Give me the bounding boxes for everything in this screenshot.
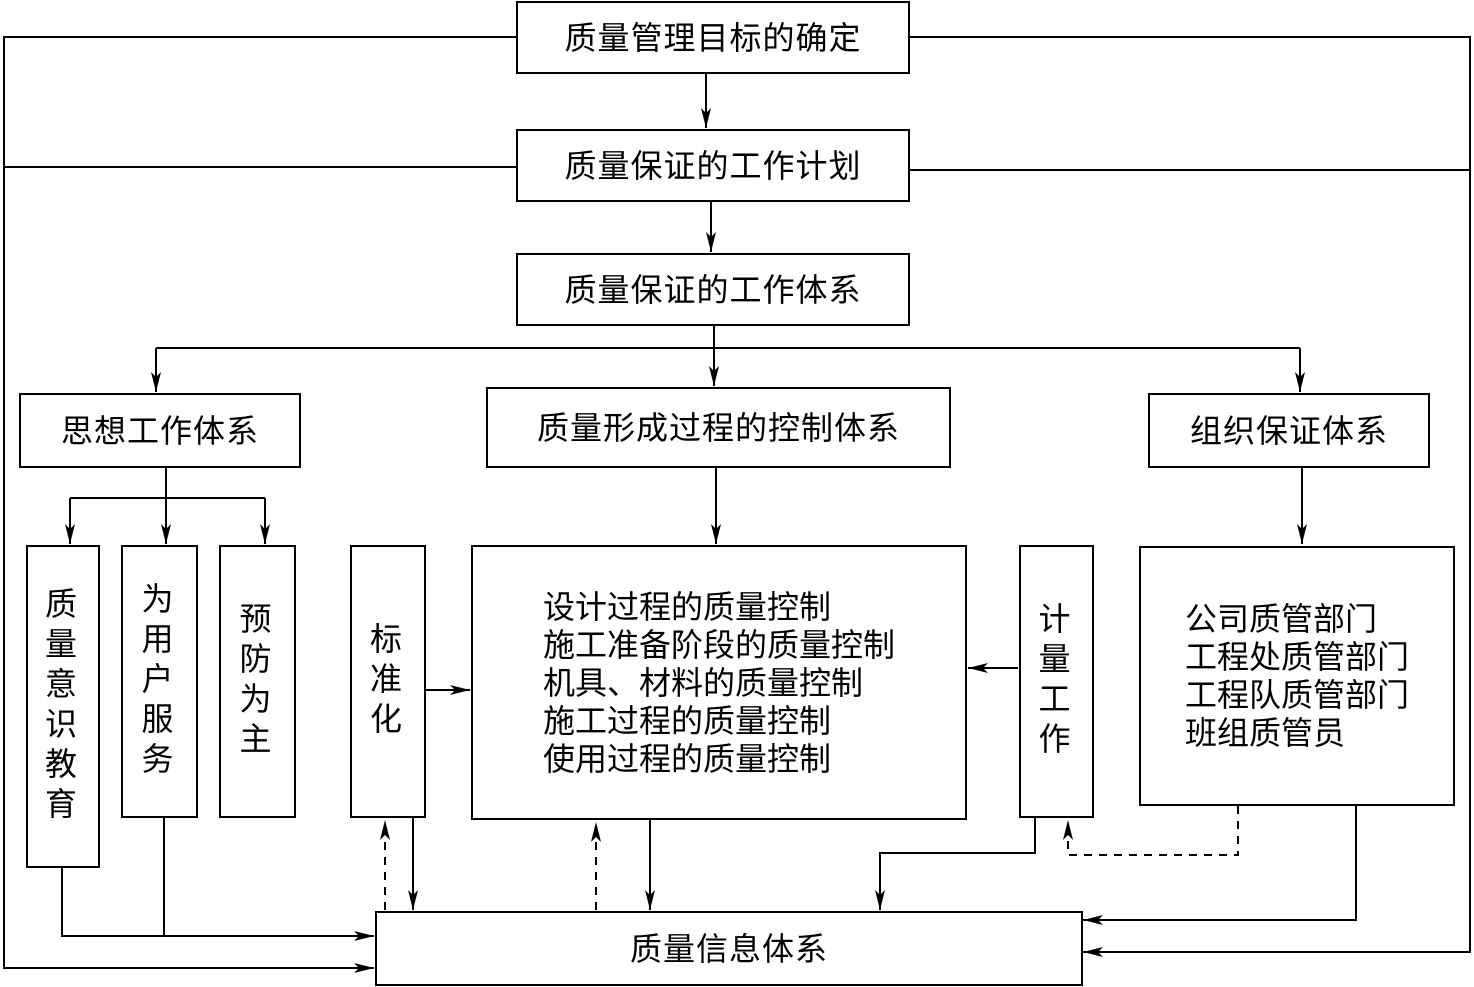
- ideology-label: 思想工作体系: [60, 411, 259, 450]
- org-item: 工程处质管部门: [1184, 638, 1409, 676]
- quality-awareness-box: 质量意识教育: [26, 545, 100, 868]
- process-item: 机具、材料的质量控制: [542, 663, 863, 702]
- organization-label: 组织保证体系: [1189, 411, 1388, 450]
- plan-box: 质量保证的工作计划: [516, 129, 910, 202]
- measurement-box: 计量工作: [1019, 545, 1094, 818]
- measurement-label: 计量工作: [1033, 601, 1072, 762]
- process-item: 设计过程的质量控制: [542, 587, 831, 626]
- prevention-label: 预防为主: [234, 601, 273, 762]
- awareness-to-info: [61, 868, 374, 941]
- process-item: 施工过程的质量控制: [542, 701, 831, 740]
- info-system-label: 质量信息体系: [629, 929, 828, 968]
- process-control-label: 质量形成过程的控制体系: [536, 408, 900, 447]
- process-item: 施工准备阶段的质量控制: [542, 625, 895, 664]
- outer-right-loop-goal: [910, 36, 1471, 957]
- quality-awareness-label: 质量意识教育: [40, 586, 78, 827]
- process-control-box: 质量形成过程的控制体系: [486, 387, 951, 468]
- outer-left-loop-goal: [3, 36, 516, 973]
- info-system-box: 质量信息体系: [375, 911, 1083, 986]
- org-item: 班组质管员: [1184, 714, 1345, 752]
- ideology-box: 思想工作体系: [19, 393, 301, 468]
- process-items-list: 设计过程的质量控制 施工准备阶段的质量控制 机具、材料的质量控制 施工过程的质量…: [543, 588, 895, 778]
- org-items-list: 公司质管部门 工程处质管部门 工程队质管部门 班组质管员: [1185, 600, 1409, 752]
- process-item: 使用过程的质量控制: [542, 739, 831, 778]
- org-item: 公司质管部门: [1184, 600, 1377, 638]
- user-service-box: 为用户服务: [121, 545, 198, 818]
- goal-box: 质量管理目标的确定: [516, 1, 910, 74]
- system-label: 质量保证的工作体系: [564, 270, 862, 309]
- standardization-label: 标准化: [365, 621, 403, 742]
- system-box: 质量保证的工作体系: [516, 253, 910, 326]
- goal-label: 质量管理目标的确定: [564, 18, 862, 57]
- arrow-org-to-info: [1083, 806, 1357, 925]
- process-items-box: 设计过程的质量控制 施工准备阶段的质量控制 机具、材料的质量控制 施工过程的质量…: [471, 545, 967, 820]
- arrow-measurement-to-info: [875, 818, 1036, 910]
- organization-box: 组织保证体系: [1148, 393, 1430, 468]
- org-item: 工程队质管部门: [1184, 676, 1409, 714]
- org-items-box: 公司质管部门 工程处质管部门 工程队质管部门 班组质管员: [1139, 546, 1455, 806]
- plan-label: 质量保证的工作计划: [564, 146, 862, 185]
- standardization-box: 标准化: [350, 545, 426, 818]
- user-service-label: 为用户服务: [136, 581, 175, 782]
- prevention-box: 预防为主: [219, 545, 296, 818]
